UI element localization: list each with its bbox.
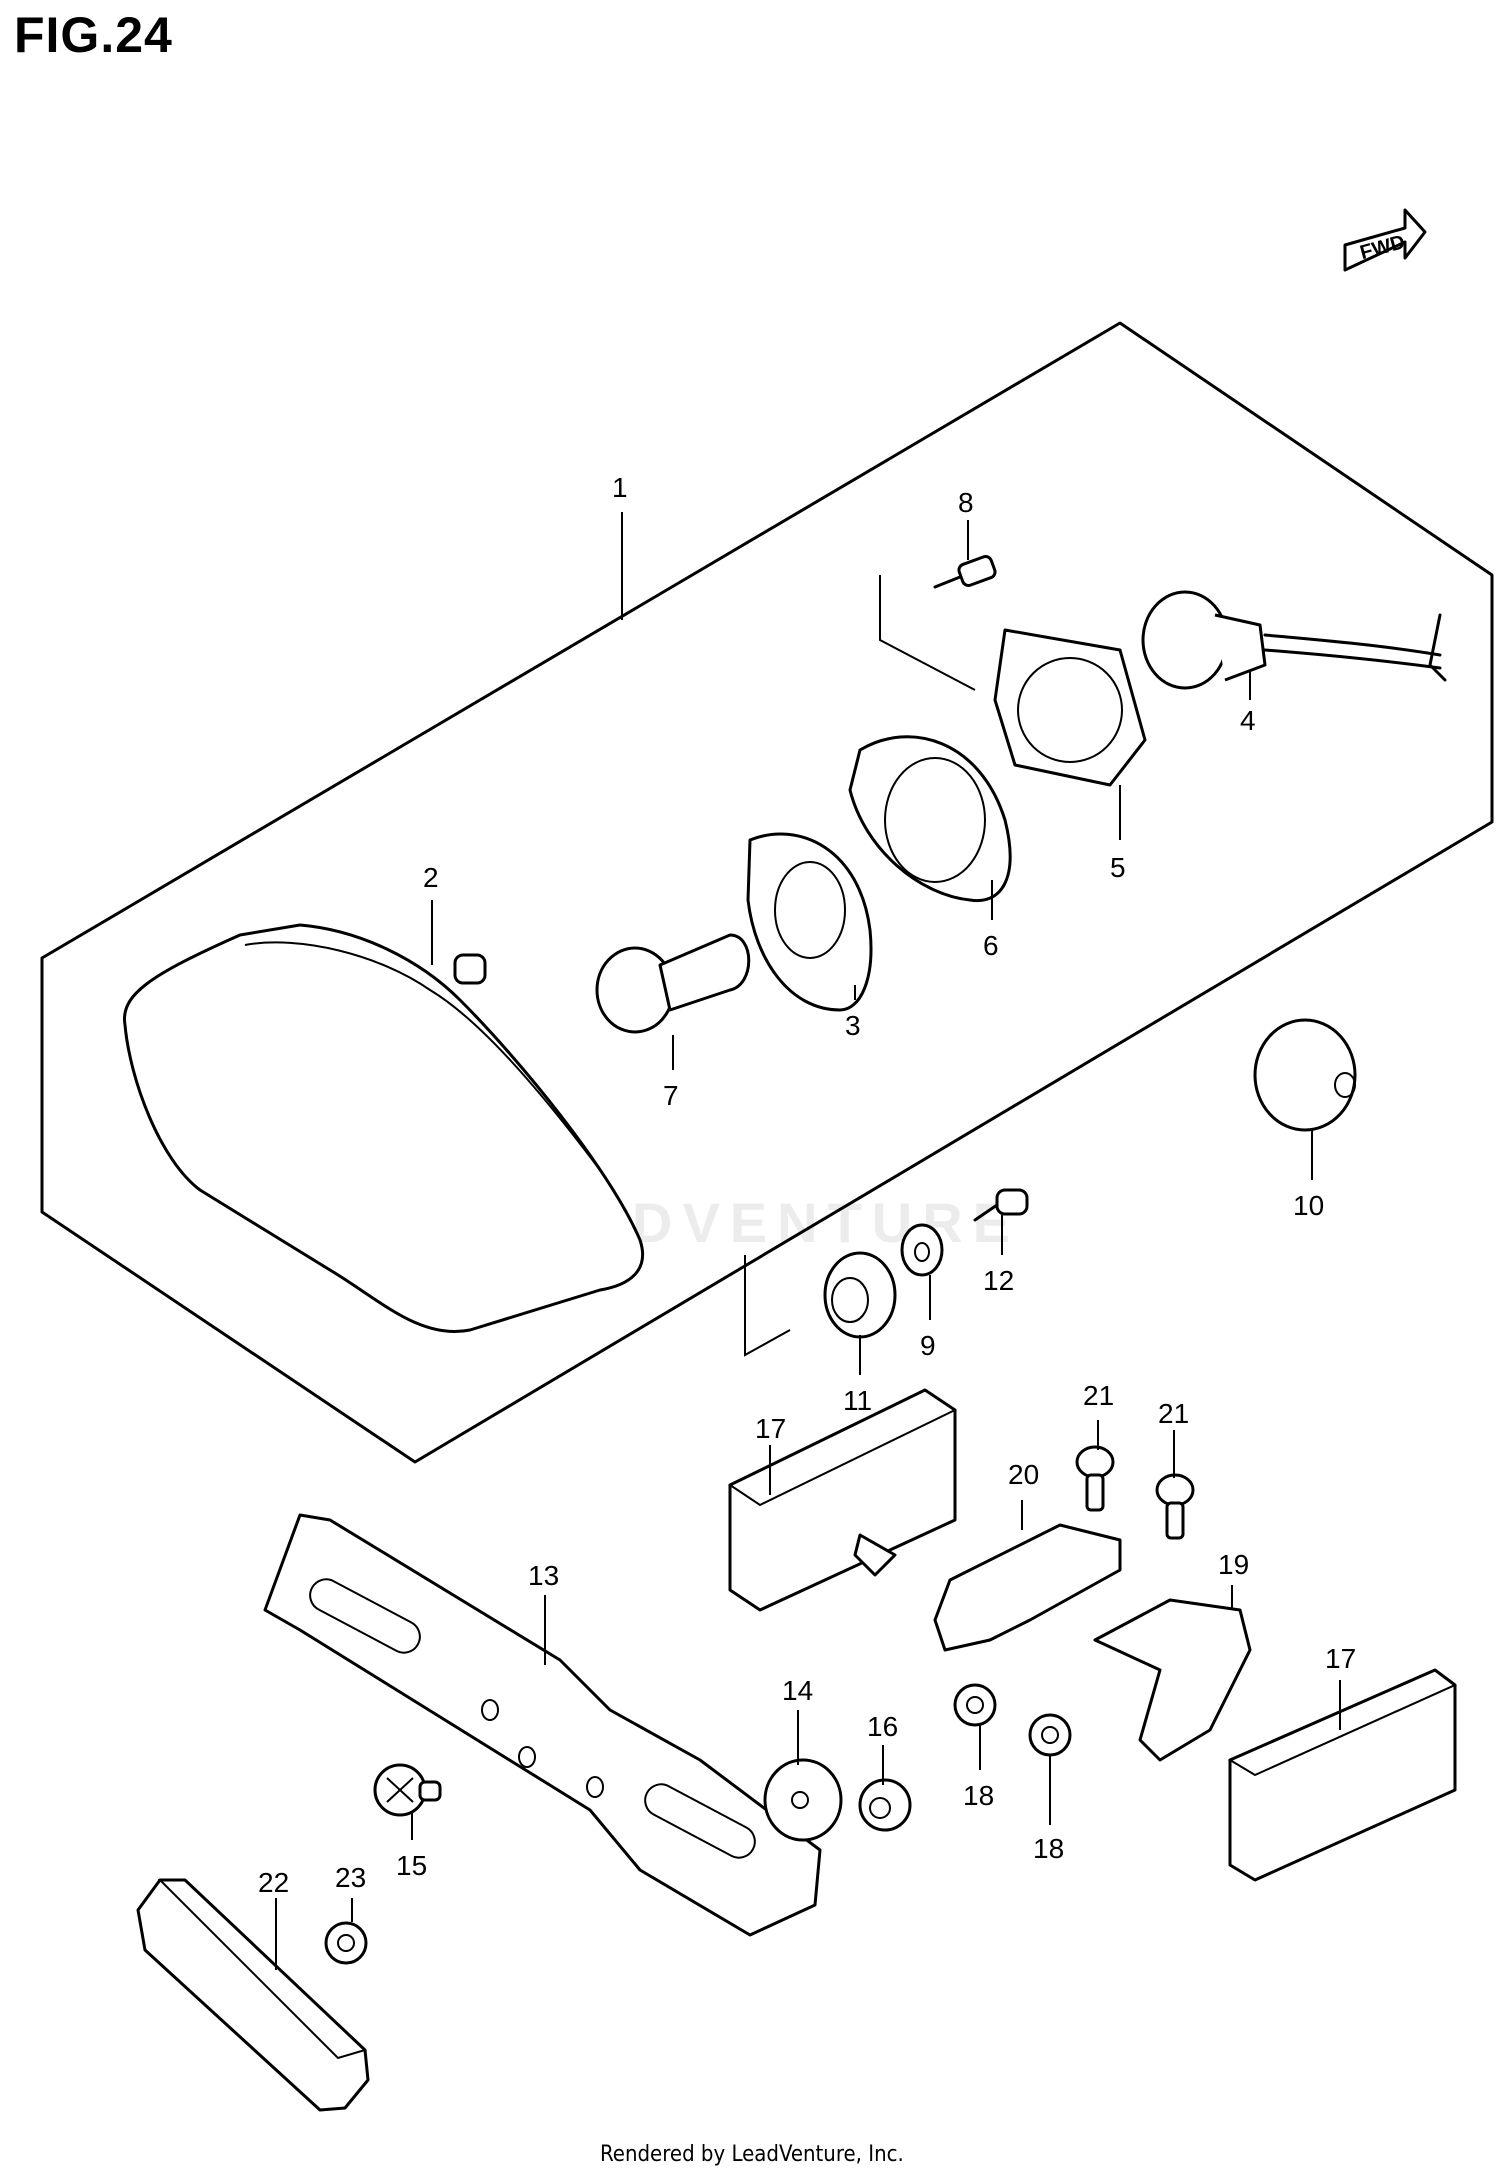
callout-1: 1: [612, 472, 628, 503]
leader-lines: [275, 512, 1341, 1970]
reflector-22: [136, 1878, 370, 2112]
screw-21-a: [1075, 1445, 1115, 1512]
callout-7: 7: [663, 1080, 679, 1111]
callout-22: 22: [258, 1867, 289, 1898]
callout-13: 13: [528, 1560, 559, 1591]
lamp-gasket-plate: [993, 628, 1147, 787]
callout-17-right: 17: [1325, 1643, 1356, 1674]
callout-15: 15: [396, 1850, 427, 1881]
callout-21-b: 21: [1158, 1398, 1189, 1429]
callout-12: 12: [983, 1265, 1014, 1296]
assembly-box-outline: [40, 321, 1494, 1464]
washer-9: [900, 1223, 944, 1277]
callout-20: 20: [1008, 1459, 1039, 1490]
callout-21-a: 21: [1083, 1380, 1114, 1411]
tail-lamp-housing: [122, 923, 645, 1333]
grommet-10: [1253, 1018, 1357, 1132]
reflector-17-right: [1227, 1668, 1457, 1882]
footer-credit: Rendered by LeadVenture, Inc.: [600, 2142, 904, 2167]
nut-23: [324, 1921, 368, 1965]
grommet-14: [763, 1758, 843, 1842]
callout-10: 10: [1293, 1190, 1324, 1221]
callout-labels: 1 2 3 4 5 6 7 8 9 10 11 12 13 14 15 16 1…: [258, 472, 1356, 1898]
callout-16: 16: [867, 1711, 898, 1742]
callout-17-left: 17: [755, 1413, 786, 1444]
callout-11: 11: [843, 1385, 872, 1416]
cap-16: [858, 1778, 912, 1832]
fwd-label: FWD: [1358, 231, 1408, 264]
lens-ring: [848, 735, 1012, 903]
callout-4: 4: [1240, 705, 1256, 736]
callout-2: 2: [423, 862, 439, 893]
figure-title: FIG.24: [14, 7, 173, 63]
screw-8: [933, 555, 997, 589]
callout-5: 5: [1110, 852, 1126, 883]
callout-23: 23: [335, 1862, 366, 1893]
nut-18-a: [953, 1683, 997, 1727]
bracket-20: [853, 1523, 1122, 1652]
screw-21-b: [1155, 1473, 1195, 1540]
callout-18-a: 18: [963, 1780, 994, 1811]
screw-15: [373, 1763, 442, 1817]
bracket-19: [1093, 1598, 1252, 1762]
license-bracket-13: [263, 1513, 822, 1937]
socket-harness: [1141, 590, 1447, 690]
callout-18-b: 18: [1033, 1833, 1064, 1864]
callout-9: 9: [920, 1330, 936, 1361]
bulb: [595, 933, 751, 1034]
cushion-11: [823, 1251, 897, 1339]
callout-19: 19: [1218, 1549, 1249, 1580]
screw-12: [973, 1188, 1029, 1222]
callout-6: 6: [983, 930, 999, 961]
callout-8: 8: [958, 487, 974, 518]
fwd-arrow-icon: FWD: [1343, 208, 1427, 272]
reflector-17-left: [727, 1388, 958, 1612]
callout-3: 3: [845, 1010, 861, 1041]
nut-18-b: [1028, 1713, 1072, 1757]
callout-14: 14: [782, 1675, 813, 1706]
bulb-socket-gasket: [746, 832, 873, 1012]
